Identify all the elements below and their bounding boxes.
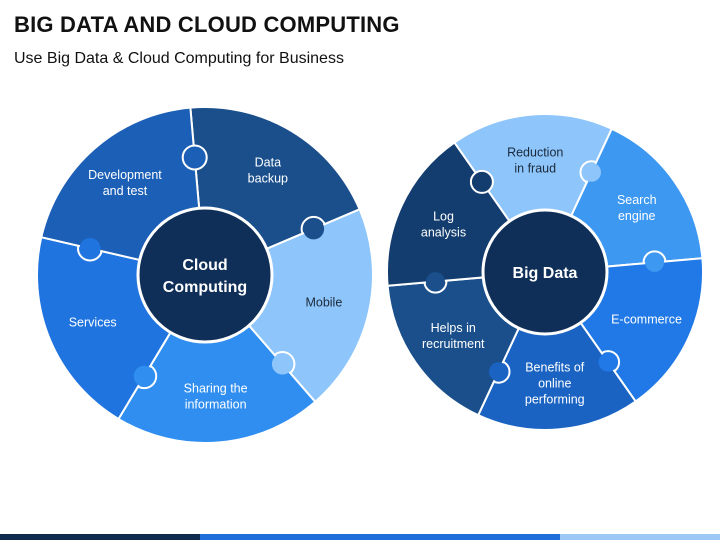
page-subtitle: Use Big Data & Cloud Computing for Busin…	[14, 50, 344, 67]
puzzle-knob-fill	[133, 365, 155, 387]
page-title: BIG DATA AND CLOUD COMPUTING	[14, 12, 400, 37]
footer-bar	[0, 534, 720, 540]
segment-label-line: recruitment	[422, 337, 485, 351]
segment-label-line: backup	[248, 171, 288, 185]
segment-label-mobile: Mobile	[305, 295, 342, 309]
puzzle-knob-fill	[271, 353, 293, 375]
puzzle-knob-fill	[598, 352, 618, 372]
segment-label-line: E-commerce	[611, 312, 682, 326]
center-label: Big Data	[513, 265, 578, 282]
segment-label-recruitment: Helps in recruitment	[422, 321, 485, 351]
segment-label-line: Mobile	[305, 295, 342, 309]
segment-label-line: Sharing the	[184, 382, 248, 396]
segment-label-log: Log analysis	[421, 210, 466, 240]
center-label-line: Computing	[163, 279, 247, 296]
segment-label-line: online	[538, 377, 571, 391]
segment-label-line: Search	[617, 193, 657, 207]
segment-label-line: in fraud	[514, 161, 556, 175]
segment-label-line: analysis	[421, 226, 466, 240]
segment-label-line: Services	[69, 316, 117, 330]
segment-label-development: Development and test	[88, 168, 162, 198]
segment-label-services: Services	[69, 316, 117, 330]
center-label-line: Cloud	[182, 257, 227, 274]
segment-label-line: engine	[618, 209, 656, 223]
segment-label-line: performing	[525, 393, 585, 407]
center-label-line: Big Data	[513, 265, 578, 282]
segment-label-ecommerce: E-commerce	[611, 312, 682, 326]
segment-label-line: Helps in	[431, 321, 476, 335]
puzzle-knob-fill	[184, 146, 206, 168]
segment-label-line: information	[185, 398, 247, 412]
puzzle-knob-fill	[303, 218, 325, 240]
segment-label-reduction: Reduction in fraud	[507, 145, 563, 175]
segment-label-sharing: Sharing the information	[184, 382, 248, 412]
puzzle-knob-fill	[472, 172, 492, 192]
center-hub	[136, 206, 274, 344]
puzzle-knob-fill	[425, 272, 445, 292]
segment-label-line: Benefits of	[525, 361, 585, 375]
segment-label-line: Reduction	[507, 145, 563, 159]
segment-label-search: Search engine	[617, 193, 657, 223]
puzzle-knob-fill	[645, 252, 665, 272]
puzzle-knob-fill	[581, 162, 601, 182]
segment-label-line: and test	[103, 184, 148, 198]
footer-bar-mid	[200, 534, 560, 540]
segment-label-line: Development	[88, 168, 162, 182]
segment-label-line: Log	[433, 210, 454, 224]
footer-bar-light	[560, 534, 720, 540]
puzzle-knob-fill	[79, 237, 101, 259]
segment-label-benefits: Benefits of online performing	[525, 361, 585, 407]
puzzle-knob-fill	[489, 362, 509, 382]
footer-bar-dark	[0, 534, 200, 540]
segment-label-data-backup: Data backup	[248, 155, 288, 185]
segment-label-line: Data	[255, 155, 281, 169]
center-hub	[481, 208, 609, 336]
